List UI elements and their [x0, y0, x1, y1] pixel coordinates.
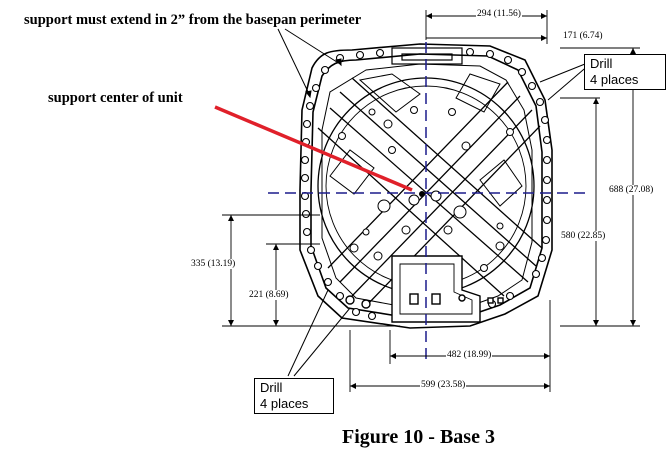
dim-171: 171 (6.74) [562, 31, 604, 41]
support-center-note: support center of unit [48, 90, 183, 106]
dim-221: 221 (8.69) [248, 290, 290, 300]
cross-braces [317, 73, 543, 307]
support-center-pointer [214, 105, 425, 197]
drill-box-line2: 4 places [590, 72, 639, 87]
perimeter-bolt-holes [300, 47, 552, 321]
drill-box-line2: 4 places [260, 396, 309, 411]
support-note-leaders [277, 28, 342, 99]
drill-box-bottom-left: Drill 4 places [254, 378, 334, 414]
dim-482: 482 (18.99) [446, 350, 493, 360]
dim-294: 294 (11.56) [476, 9, 522, 19]
top-tab [391, 47, 463, 65]
center-lines [268, 42, 586, 364]
support-extend-note: support must extend in 2” from the basep… [24, 12, 362, 28]
drill-box-line1: Drill [260, 380, 283, 395]
dim-599: 599 (23.58) [420, 380, 467, 390]
dim-580: 580 (22.85) [560, 231, 607, 241]
drill-box-line1: Drill [590, 56, 613, 71]
drill-box-top-right: Drill 4 places [584, 54, 666, 90]
internal-holes [338, 106, 514, 272]
dimension-arrows [228, 13, 636, 389]
dim-688: 688 (27.08) [608, 185, 655, 195]
drill-leaders [287, 61, 591, 377]
bottom-pocket [345, 255, 504, 323]
figure-caption: Figure 10 - Base 3 [342, 426, 495, 448]
dim-335: 335 (13.19) [190, 259, 237, 269]
